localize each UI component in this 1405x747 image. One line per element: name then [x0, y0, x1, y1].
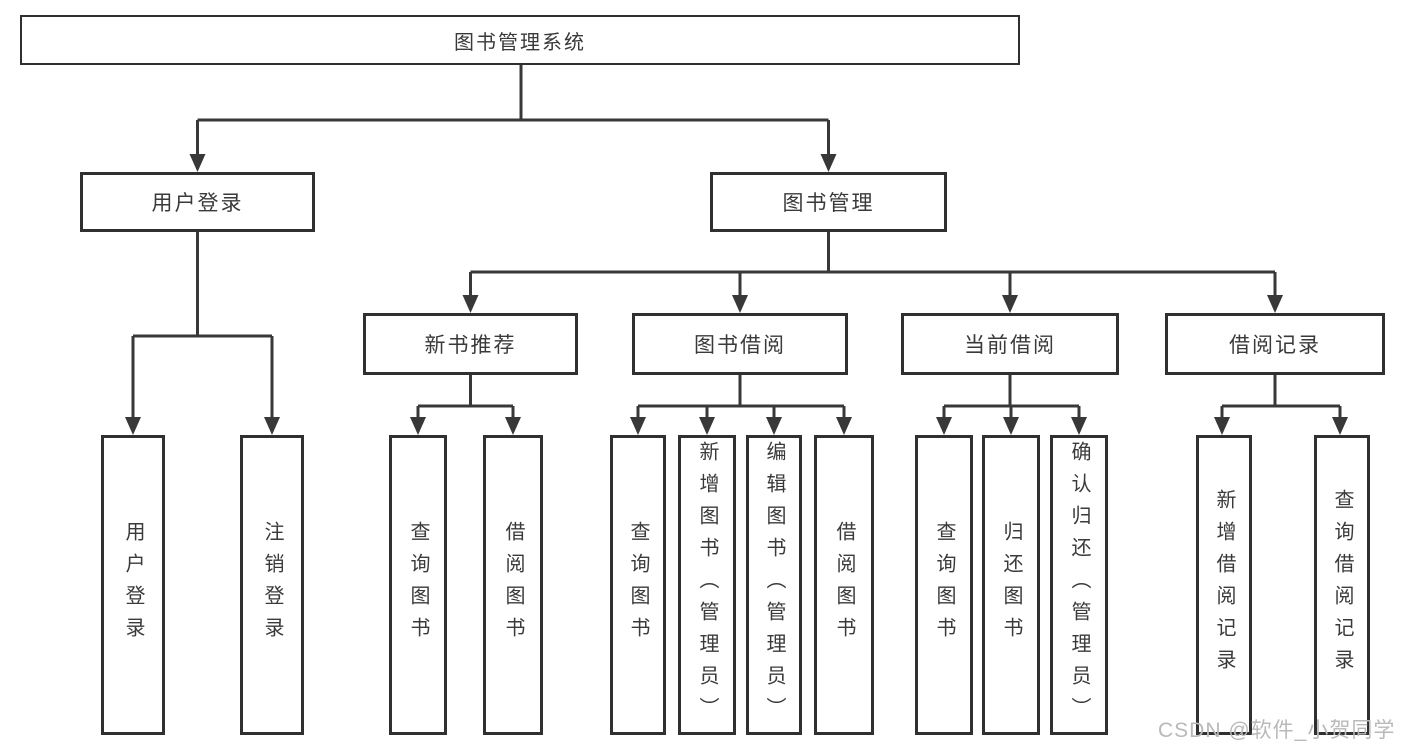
- leaf-confirm-return-admin: 确认归还（管理员）: [1050, 435, 1108, 735]
- leaf-label: 用户登录: [122, 521, 144, 649]
- node-user-login: 用户登录: [80, 172, 315, 232]
- leaf-logout: 注销登录: [240, 435, 304, 735]
- leaf-label: 查询图书: [933, 521, 955, 649]
- node-book-management: 图书管理: [710, 172, 947, 232]
- leaf-query-books-2: 查询图书: [610, 435, 666, 735]
- leaf-query-books-1: 查询图书: [389, 435, 447, 735]
- leaf-label: 借阅图书: [502, 521, 524, 649]
- leaf-label: 查询借阅记录: [1331, 489, 1353, 681]
- leaf-add-borrow-record: 新增借阅记录: [1196, 435, 1252, 735]
- node-root: 图书管理系统: [20, 15, 1020, 65]
- csdn-watermark: CSDN @软件_小贺同学: [1158, 719, 1396, 742]
- node-current-borrow: 当前借阅: [901, 313, 1119, 375]
- leaf-add-books-admin: 新增图书（管理员）: [678, 435, 736, 735]
- node-borrow-records: 借阅记录: [1165, 313, 1385, 375]
- leaf-label: 新增图书（管理员）: [696, 441, 718, 729]
- leaf-label: 归还图书: [1000, 521, 1022, 649]
- leaf-return-books: 归还图书: [982, 435, 1040, 735]
- leaf-label: 查询图书: [407, 521, 429, 649]
- leaf-query-books-3: 查询图书: [915, 435, 973, 735]
- leaf-label: 注销登录: [261, 521, 283, 649]
- node-book-borrow: 图书借阅: [632, 313, 848, 375]
- leaf-edit-books-admin: 编辑图书（管理员）: [746, 435, 802, 735]
- node-new-book-recommend: 新书推荐: [363, 313, 578, 375]
- leaf-label: 新增借阅记录: [1213, 489, 1235, 681]
- leaf-query-borrow-record: 查询借阅记录: [1314, 435, 1370, 735]
- leaf-label: 编辑图书（管理员）: [763, 441, 785, 729]
- leaf-label: 查询图书: [627, 521, 649, 649]
- leaf-label: 借阅图书: [833, 521, 855, 649]
- leaf-user-login: 用户登录: [101, 435, 165, 735]
- leaf-borrow-books-1: 借阅图书: [483, 435, 543, 735]
- leaf-borrow-books-2: 借阅图书: [814, 435, 874, 735]
- leaf-label: 确认归还（管理员）: [1068, 441, 1090, 729]
